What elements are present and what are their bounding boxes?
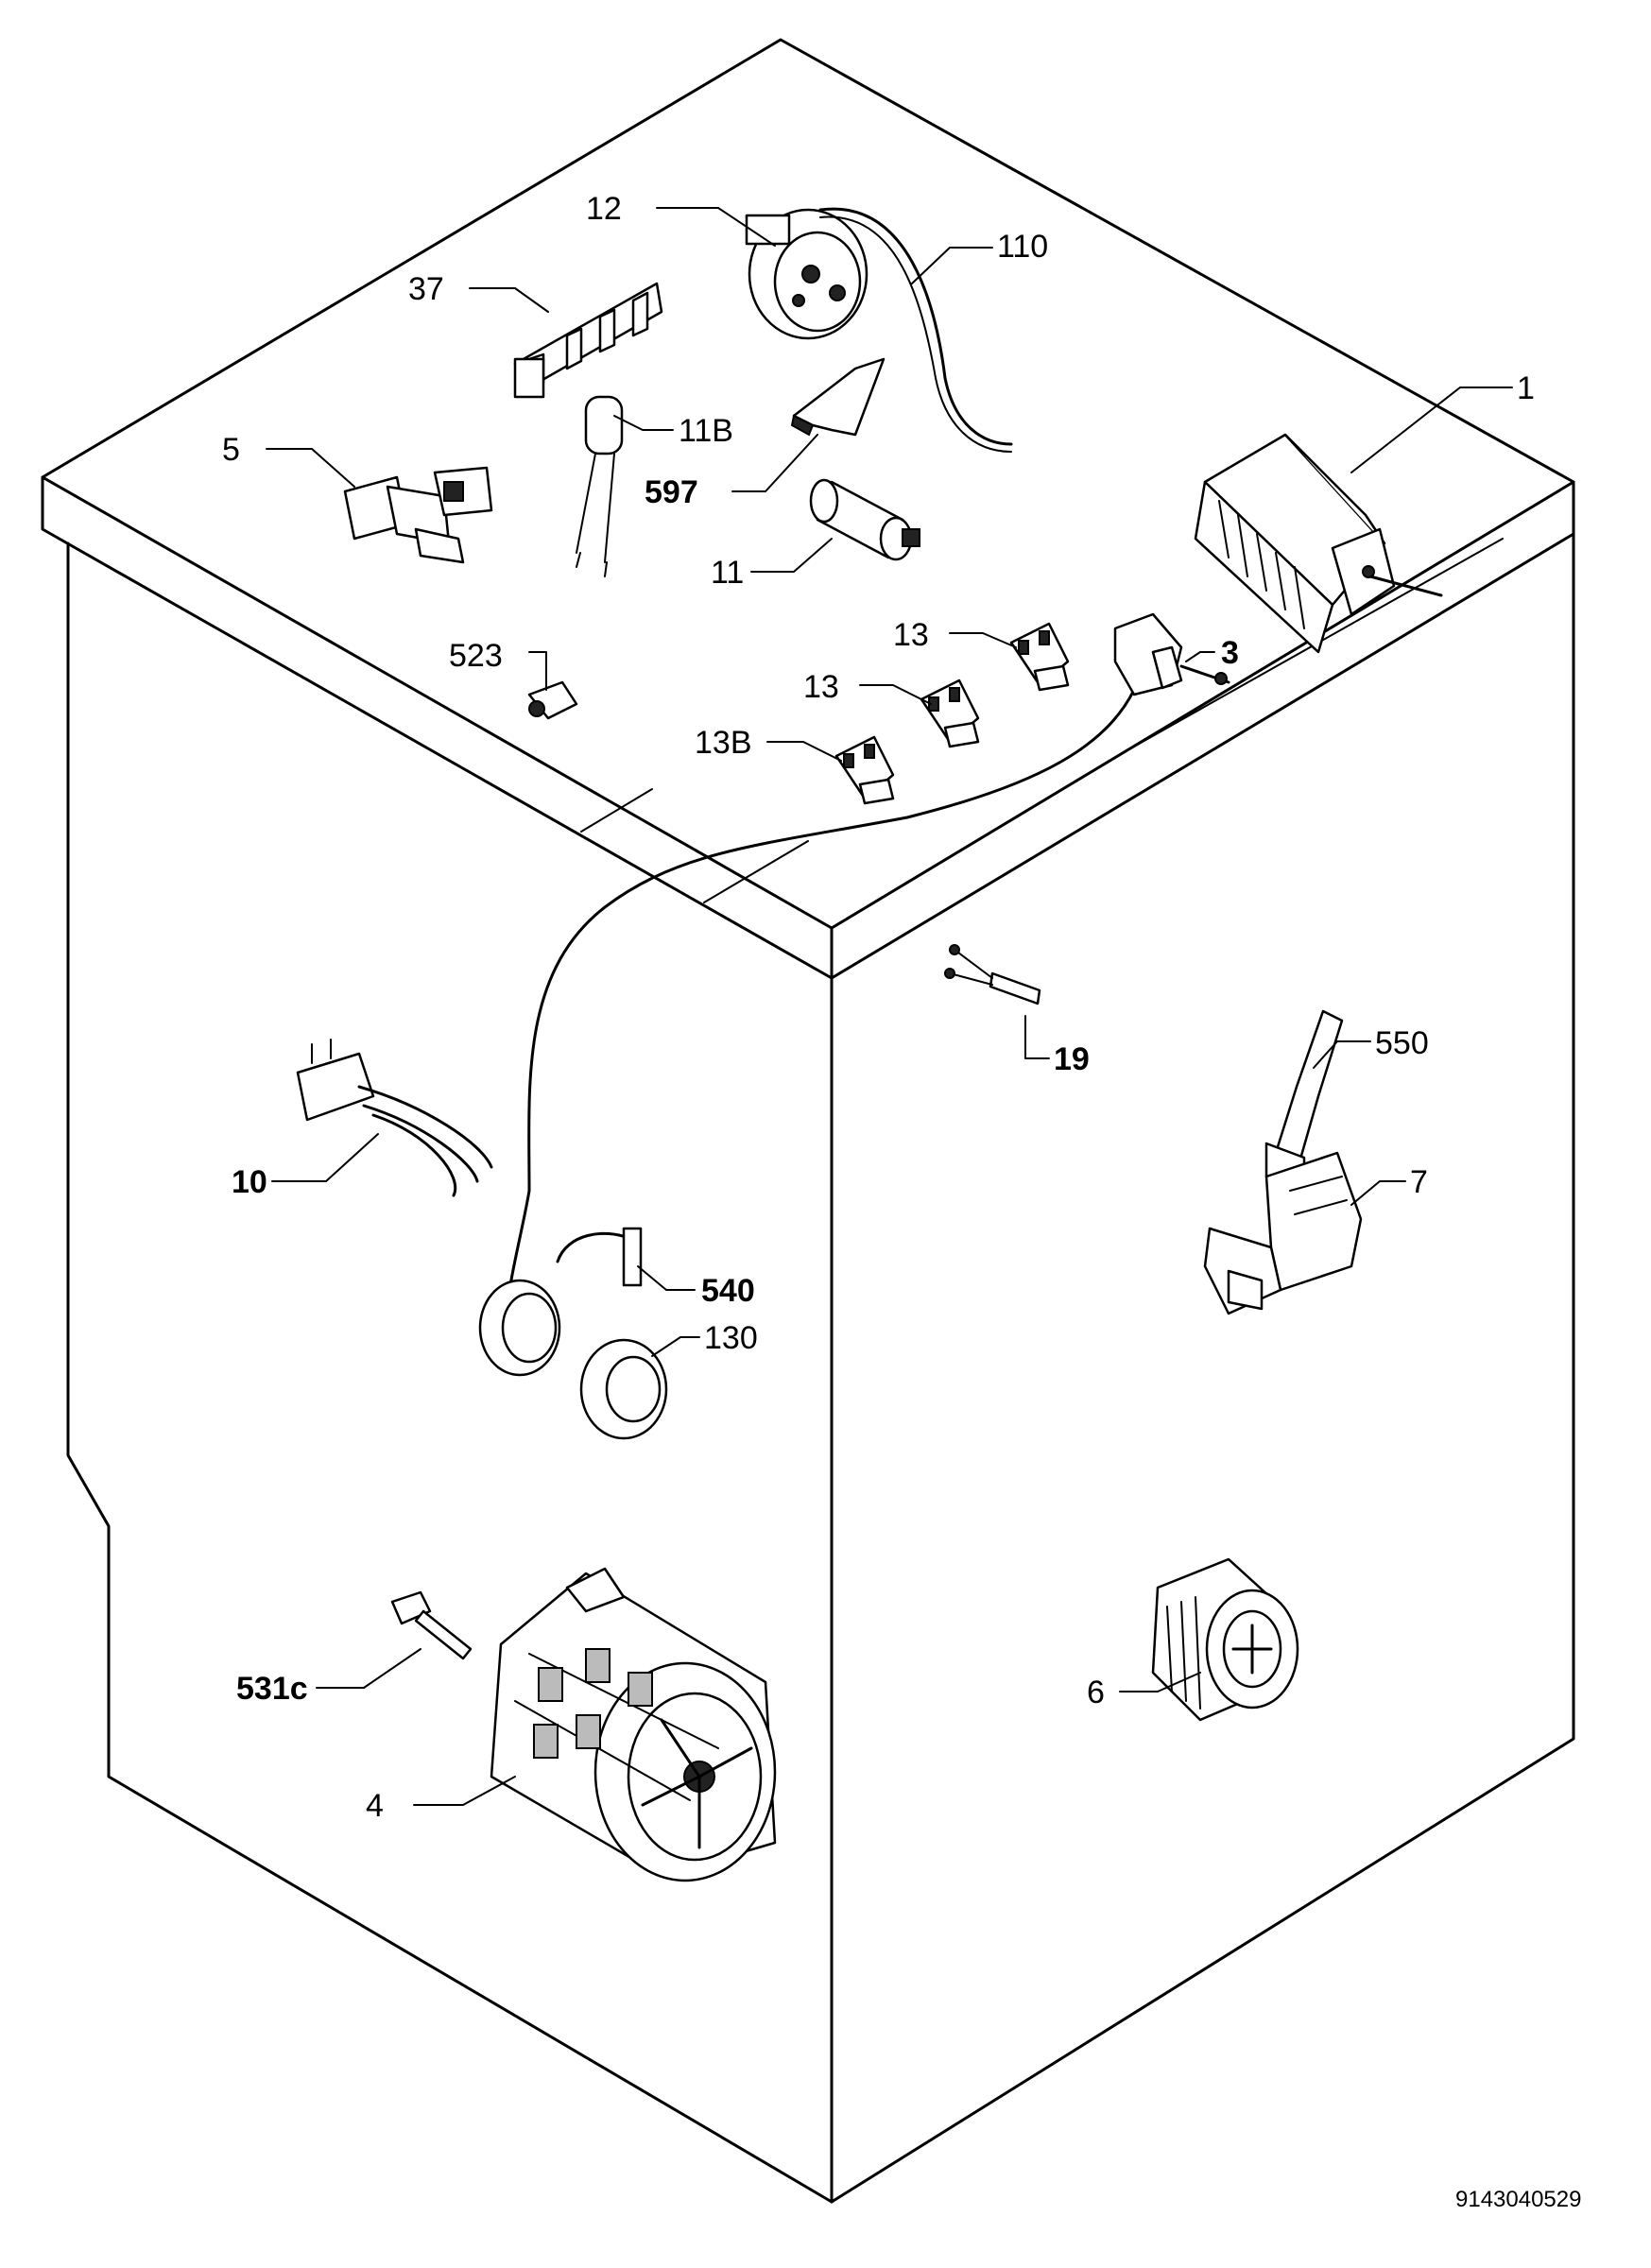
connector-part-13-upper (1009, 622, 1070, 692)
label-part-1: 1 (1517, 370, 1535, 406)
cable-clip-part-523 (527, 680, 578, 720)
label-part-130: 130 (704, 1320, 758, 1356)
wire-harness (508, 688, 1136, 1287)
drain-pump-part-6 (1151, 1557, 1299, 1722)
capacitor-part-11 (809, 478, 920, 561)
label-part-523: 523 (449, 638, 503, 674)
label-part-12: 12 (586, 191, 622, 227)
door-lock-part-7 (1203, 1151, 1363, 1315)
drawing-number: 9143040529 (1455, 2187, 1581, 2212)
terminal-block-part-37 (513, 282, 663, 399)
label-part-540: 540 (701, 1273, 755, 1309)
label-part-597: 597 (645, 474, 698, 510)
label-part-7: 7 (1410, 1164, 1428, 1200)
label-part-37: 37 (408, 271, 444, 307)
program-timer-part-1 (1194, 433, 1443, 654)
grommet-part-130 (478, 1279, 668, 1440)
label-part-4: 4 (366, 1788, 384, 1824)
label-part-13-upper: 13 (893, 617, 929, 653)
pressure-switch-part-12 (745, 208, 868, 340)
connector-part-13b (834, 735, 895, 805)
label-part-19: 19 (1054, 1041, 1090, 1077)
label-part-5: 5 (222, 432, 240, 468)
label-part-110: 110 (997, 229, 1048, 265)
label-part-550: 550 (1375, 1025, 1429, 1061)
label-part-11b: 11B (679, 413, 733, 449)
cable-tie-part-540 (556, 1227, 643, 1287)
capacitor-part-11b (576, 395, 624, 577)
label-part-11: 11 (711, 555, 744, 591)
connector-part-13-lower (920, 679, 980, 748)
label-part-3: 3 (1221, 635, 1239, 671)
switch-part-3 (1113, 612, 1230, 696)
ntc-sensor-part-19 (944, 944, 1041, 1005)
motor-part-4 (490, 1567, 777, 1882)
leader-lines (266, 207, 1513, 1806)
label-part-10: 10 (232, 1164, 267, 1200)
label-part-6: 6 (1087, 1675, 1105, 1710)
screw-part-531c (390, 1590, 473, 1660)
inlet-valve-part-5 (343, 466, 493, 564)
heater-part-10 (296, 1039, 493, 1197)
label-part-531c: 531c (236, 1671, 308, 1707)
cabinet-outline (41, 38, 1575, 2204)
label-part-13b: 13B (695, 725, 752, 761)
part-labels: 12 110 37 5 11B 597 11 1 13 13 13B 3 523… (222, 191, 1581, 2212)
hose-part-110 (818, 207, 1013, 446)
label-part-13-lower: 13 (803, 669, 839, 705)
clip-part-597 (790, 357, 886, 437)
